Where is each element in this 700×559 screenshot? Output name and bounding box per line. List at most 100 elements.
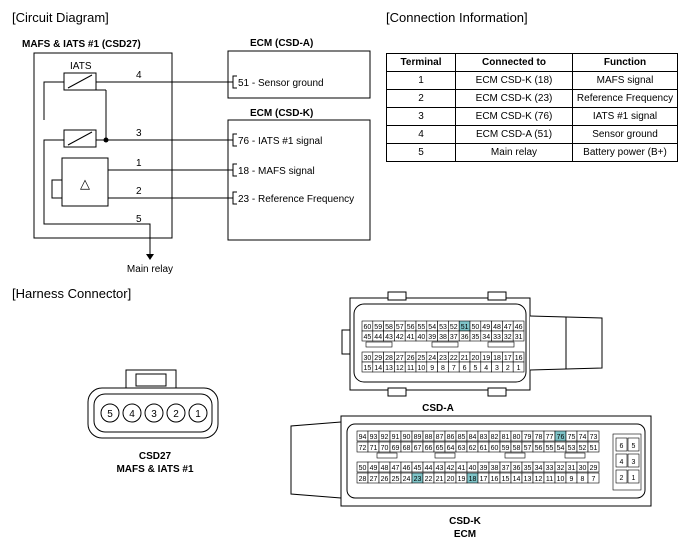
table-row: 3 ECM CSD-K (76) IATS #1 signal bbox=[386, 107, 678, 126]
pin-number: 24 bbox=[403, 476, 411, 483]
pin-number: 62 bbox=[469, 445, 477, 452]
table-row: 4 ECM CSD-A (51) Sensor ground bbox=[386, 125, 678, 144]
pin-number: 29 bbox=[374, 355, 382, 362]
pin-number: 64 bbox=[447, 445, 455, 452]
cell-function: Reference Frequency bbox=[572, 89, 678, 108]
pin-number: 33 bbox=[493, 334, 501, 341]
pin-51: 51 bbox=[238, 78, 250, 89]
pin-number: 81 bbox=[502, 434, 510, 441]
iats-label: IATS bbox=[70, 61, 92, 72]
csd27-pin-label: 5 bbox=[107, 409, 113, 420]
ecm-a-title: ECM (CSD-A) bbox=[250, 38, 314, 49]
pin-number: 67 bbox=[414, 445, 422, 452]
pin-number: 89 bbox=[414, 434, 422, 441]
pin-cell bbox=[512, 361, 525, 373]
pin-number: 63 bbox=[458, 445, 466, 452]
key-slot bbox=[504, 452, 526, 459]
cell-terminal: 4 bbox=[386, 125, 456, 144]
pin-cell bbox=[587, 430, 600, 442]
pin-number: 12 bbox=[535, 476, 543, 483]
header-connected-to: Connected to bbox=[455, 53, 573, 72]
pin-number: 28 bbox=[359, 476, 367, 483]
circuit-diagram-heading: [Circuit Diagram] bbox=[12, 10, 109, 25]
csd27-pin-label: 3 bbox=[151, 409, 157, 420]
pin-number: 30 bbox=[579, 465, 587, 472]
pin-number: 52 bbox=[579, 445, 587, 452]
cell-terminal: 2 bbox=[386, 89, 456, 108]
pin-number: 51 bbox=[461, 324, 469, 331]
pin-number: 56 bbox=[407, 324, 415, 331]
pin-number: 26 bbox=[381, 476, 389, 483]
pin-number: 17 bbox=[480, 476, 488, 483]
pin-number: 13 bbox=[385, 365, 393, 372]
connection-info-heading: [Connection Information] bbox=[386, 10, 528, 25]
cell-connected-to: ECM CSD-A (51) bbox=[455, 125, 573, 144]
cell-function: MAFS signal bbox=[572, 71, 678, 90]
pin-number: 49 bbox=[482, 324, 490, 331]
pin-number: 90 bbox=[403, 434, 411, 441]
ref-freq-label: 23 - Reference Frequency bbox=[238, 194, 354, 205]
ref-freq-text: - Reference Frequency bbox=[249, 194, 354, 205]
pin-number: 20 bbox=[447, 476, 455, 483]
iats-signal-text: - IATS #1 signal bbox=[249, 136, 322, 147]
pin-number: 82 bbox=[491, 434, 499, 441]
junction-dot bbox=[103, 137, 109, 143]
sensor-box bbox=[33, 52, 173, 239]
csd27-pin bbox=[188, 403, 208, 423]
pin-number: 32 bbox=[504, 334, 512, 341]
pin-number: 15 bbox=[502, 476, 510, 483]
pin-number: 85 bbox=[458, 434, 466, 441]
pin-number: 6 bbox=[463, 365, 467, 372]
pin-number: 79 bbox=[524, 434, 532, 441]
pin-number: 19 bbox=[482, 355, 490, 362]
pin-number: 60 bbox=[491, 445, 499, 452]
csd27-pin bbox=[166, 403, 186, 423]
side-pin-cell bbox=[627, 453, 640, 468]
pin-number: 43 bbox=[385, 334, 393, 341]
pin-number: 55 bbox=[418, 324, 426, 331]
pin-number: 20 bbox=[472, 355, 480, 362]
delta-symbol: △ bbox=[80, 176, 90, 191]
side-pin-number: 4 bbox=[620, 459, 624, 466]
cell-connected-to: Main relay bbox=[455, 143, 573, 162]
pin-number: 92 bbox=[381, 434, 389, 441]
pin-number: 93 bbox=[370, 434, 378, 441]
pin-number: 23 bbox=[414, 476, 422, 483]
pin-number: 29 bbox=[590, 465, 598, 472]
pin-number: 51 bbox=[590, 445, 598, 452]
pin-number: 84 bbox=[469, 434, 477, 441]
pin-number: 73 bbox=[590, 434, 598, 441]
key-slot bbox=[376, 452, 398, 459]
pin-number: 45 bbox=[364, 334, 372, 341]
pin-number: 42 bbox=[447, 465, 455, 472]
table-header-row: Terminal Connected to Function bbox=[386, 53, 678, 72]
side-pin-cell bbox=[627, 469, 640, 484]
pin-number: 23 bbox=[439, 355, 447, 362]
pin-number: 44 bbox=[425, 465, 433, 472]
ecm-k-box bbox=[227, 119, 371, 241]
pin-number: 5 bbox=[473, 365, 477, 372]
side-pin-cell bbox=[615, 437, 628, 452]
pin-number: 33 bbox=[546, 465, 554, 472]
iats-thermistor-icon bbox=[63, 72, 97, 91]
pin-number: 58 bbox=[513, 445, 521, 452]
pin-number: 65 bbox=[436, 445, 444, 452]
circuit-diagram: △ 4 3 1 2 5 IATS 51 - Sensor ground 76 -… bbox=[33, 50, 371, 275]
pin-number: 32 bbox=[557, 465, 565, 472]
pin-number: 28 bbox=[385, 355, 393, 362]
mafs-signal-label: 18 - MAFS signal bbox=[238, 166, 315, 177]
pin-bracket-23 bbox=[232, 191, 237, 205]
pin-number: 4 bbox=[484, 365, 488, 372]
pin-number: 50 bbox=[472, 324, 480, 331]
csd-k-caption-1: CSD-K bbox=[449, 516, 481, 527]
sensor-ground-text: - Sensor ground bbox=[249, 78, 324, 89]
csd27-pin bbox=[144, 403, 164, 423]
pin-number: 87 bbox=[436, 434, 444, 441]
pin-cell bbox=[512, 330, 525, 342]
pin-bracket-51 bbox=[232, 75, 237, 89]
pin-number: 10 bbox=[418, 365, 426, 372]
pin-number: 37 bbox=[450, 334, 458, 341]
side-pin-number: 2 bbox=[620, 475, 624, 482]
